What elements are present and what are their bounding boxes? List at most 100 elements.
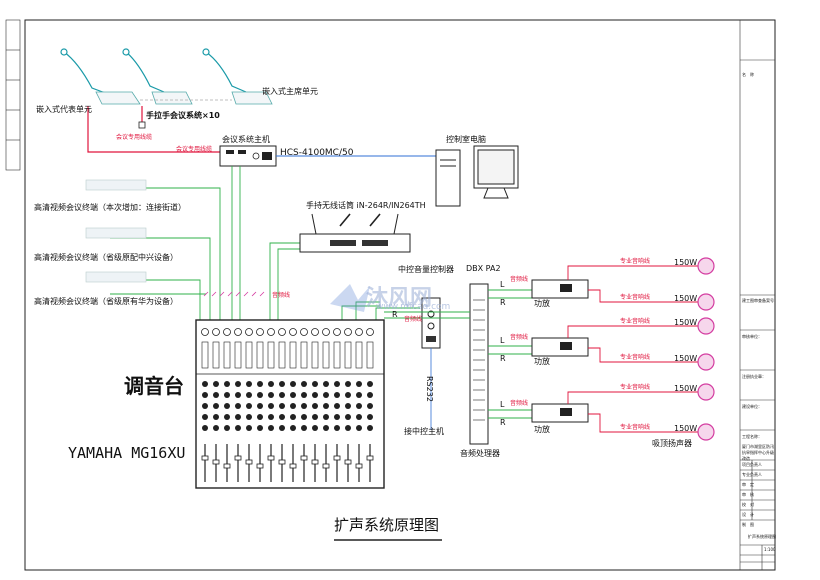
mixer-knob bbox=[202, 381, 208, 387]
volume-controller-label: 中控音量控制器 bbox=[398, 265, 454, 274]
mixer-knob bbox=[345, 414, 351, 420]
ceiling-speakers bbox=[697, 257, 715, 441]
mixer-fader-handle bbox=[201, 455, 209, 461]
terminal-3-label: 高清视频会议终端（省级原有华为设备） bbox=[34, 297, 178, 306]
pro-cable-1: 专业音响线 bbox=[620, 258, 651, 265]
pro-cable-6: 专业音响线 bbox=[620, 424, 651, 431]
mixer-knob bbox=[268, 392, 274, 398]
mixer-input-strip bbox=[212, 341, 220, 369]
mixer-fader-handle bbox=[333, 455, 341, 461]
mixer-fader-handle bbox=[366, 455, 374, 461]
mixer-knob bbox=[257, 425, 263, 431]
amp-1 bbox=[531, 279, 589, 299]
mixer-input-jack bbox=[311, 328, 319, 336]
control-computer bbox=[435, 145, 519, 207]
mixer-fader-handle bbox=[311, 459, 319, 465]
mixer-knob bbox=[279, 403, 285, 409]
video-terminal-2 bbox=[85, 227, 147, 239]
pro-cable-5: 专业音响线 bbox=[620, 384, 651, 391]
mixer-knob bbox=[224, 381, 230, 387]
mixer-input-strip bbox=[256, 341, 264, 369]
conference-host-box bbox=[219, 145, 277, 167]
mixer-knob bbox=[334, 392, 340, 398]
mixer-knob bbox=[334, 403, 340, 409]
mixer-knob bbox=[268, 381, 274, 387]
mixer-input-jack bbox=[278, 328, 286, 336]
mixer-input-jack bbox=[289, 328, 297, 336]
mixer-knob bbox=[202, 392, 208, 398]
mixer-input-strip bbox=[234, 341, 242, 369]
mixer-input-strip bbox=[289, 341, 297, 369]
mixer-knob bbox=[246, 414, 252, 420]
mixer-input-strip bbox=[267, 341, 275, 369]
dedicated-cable-label: 会议专用线缆 bbox=[116, 134, 153, 141]
mixer-knob bbox=[279, 425, 285, 431]
mixer-input-jack bbox=[355, 328, 363, 336]
mixer-knob bbox=[312, 381, 318, 387]
mixer-model: YAMAHA MG16XU bbox=[68, 444, 186, 462]
tb-row-11: 制 图 bbox=[742, 522, 754, 527]
mixer-fader-handle bbox=[344, 459, 352, 465]
cable-ticks bbox=[203, 291, 265, 297]
pro-cable-3: 专业音响线 bbox=[620, 318, 651, 325]
mixer-knob bbox=[257, 403, 263, 409]
mixer-knob bbox=[334, 381, 340, 387]
wireless-label: 手持无线话筒 iN-264R/IN264TH bbox=[306, 201, 426, 210]
mixer-input-jack bbox=[201, 328, 209, 336]
processor-model: DBX PA2 bbox=[466, 264, 501, 273]
mixer-knob bbox=[367, 403, 373, 409]
tb-row-3: 建设单位： bbox=[742, 404, 762, 409]
mixer-input-jack bbox=[223, 328, 231, 336]
mixer-knob bbox=[246, 381, 252, 387]
lr-l-1: L bbox=[500, 280, 505, 289]
page-title: 扩声系统原理图 bbox=[334, 516, 440, 534]
watt-2: 150W bbox=[674, 294, 698, 303]
watt-6: 150W bbox=[674, 424, 698, 433]
watt-5: 150W bbox=[674, 384, 698, 393]
computer-label: 控制室电脑 bbox=[446, 135, 486, 144]
mixer-input-jack bbox=[234, 328, 242, 336]
mixer-knob bbox=[312, 392, 318, 398]
mixer-knob bbox=[323, 403, 329, 409]
mixer-knob bbox=[334, 425, 340, 431]
mixer-knob bbox=[246, 403, 252, 409]
mixer-input-strip bbox=[300, 341, 308, 369]
mixer-knob bbox=[246, 392, 252, 398]
tb-row-8: 审 核 bbox=[742, 492, 754, 497]
mixer-input-jack bbox=[322, 328, 330, 336]
mixer-knob bbox=[268, 425, 274, 431]
central-host-label: 接中控主机 bbox=[404, 427, 444, 436]
handheld-system-label: 手拉手会议系统×10 bbox=[146, 111, 220, 120]
mixer-knob bbox=[301, 425, 307, 431]
chairman-mic bbox=[202, 48, 273, 105]
terminal-1-label: 高清视频会议终端（本次增加：连接街道） bbox=[34, 203, 186, 212]
audio-cable-label-5: 音频线 bbox=[404, 316, 423, 323]
mixer-knob bbox=[224, 392, 230, 398]
title-block bbox=[739, 20, 775, 570]
mixer-fader-handle bbox=[289, 463, 297, 469]
mixer-knob bbox=[202, 414, 208, 420]
audio-cable-label-1: 音频线 bbox=[272, 292, 291, 299]
watermark-url: www.mfcad.com bbox=[376, 302, 451, 312]
mixer-knob bbox=[213, 392, 219, 398]
mixer-knob bbox=[235, 403, 241, 409]
mixer-knob bbox=[257, 392, 263, 398]
mixer-knob bbox=[367, 392, 373, 398]
mixer-knob bbox=[224, 403, 230, 409]
audio-processor bbox=[469, 283, 489, 445]
video-terminal-3 bbox=[85, 271, 147, 283]
mixer-fader-handle bbox=[267, 455, 275, 461]
amp-1-label: 功放 bbox=[534, 299, 550, 308]
lr-l-2: L bbox=[500, 336, 505, 345]
mixer-knob bbox=[367, 414, 373, 420]
tb-name-label: 名 称 bbox=[742, 72, 754, 77]
mixer-knob bbox=[323, 392, 329, 398]
mixer-knob bbox=[312, 403, 318, 409]
mixer-knob bbox=[235, 414, 241, 420]
tb-drawing-name: 扩声系统原理图 bbox=[748, 534, 776, 539]
mixer-knob bbox=[323, 425, 329, 431]
mixer-input-jack bbox=[366, 328, 374, 336]
mixer-fader-handle bbox=[212, 459, 220, 465]
amp-2-label: 功放 bbox=[534, 357, 550, 366]
mixer-input-jack bbox=[256, 328, 264, 336]
